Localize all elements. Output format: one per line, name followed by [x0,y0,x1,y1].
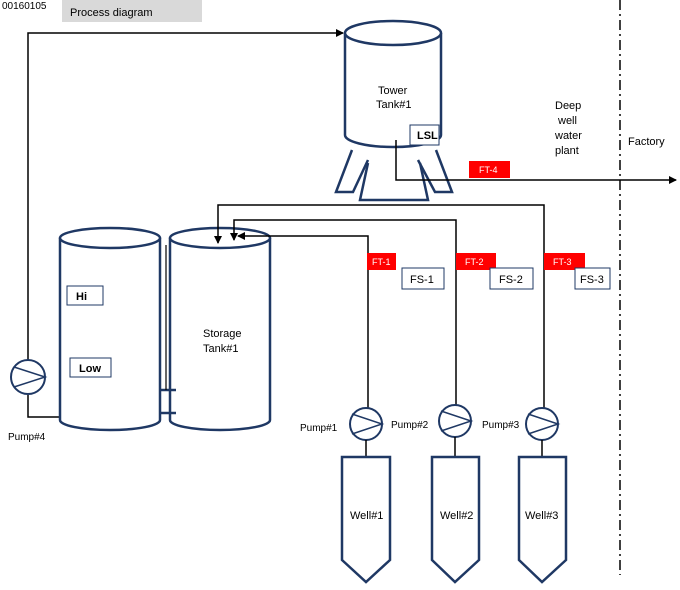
pump1-icon[interactable] [349,407,385,441]
tower-tank [343,19,443,149]
storage-tank-label-line2: Tank#1 [203,343,238,355]
pump4-label: Pump#4 [8,432,46,443]
low-level-switch-label: Low [79,363,101,375]
fs3-box [574,267,611,290]
lsl-sensor-box [409,124,440,146]
well2-label: Well#2 [440,510,473,522]
storage-tank-label-line1: Storage [203,328,242,340]
well2-shape [430,455,481,584]
lsl-sensor-label: LSL [417,130,438,142]
fs2-box [489,267,534,290]
fs3-label: FS-3 [580,274,604,286]
tower-tank-label-line1: Tower [378,85,408,97]
hi-level-switch-box [66,285,104,306]
pump4-discharge-line [27,29,344,360]
ft2-tag [456,253,496,270]
plant-label-line4: plant [555,145,579,157]
pump4-icon[interactable] [10,359,48,395]
plant-label-line1: Deep [555,100,581,112]
ft1-label: FT-1 [372,257,391,267]
fs1-label: FS-1 [410,274,434,286]
well3-supply-line [214,204,545,408]
pump2-icon[interactable] [438,404,474,438]
pump1-label: Pump#1 [300,423,338,434]
well3-label: Well#3 [525,510,558,522]
fs2-label: FS-2 [499,274,523,286]
hi-level-switch-label: Hi [76,291,87,303]
storage-tank-left [58,226,162,432]
well1-shape [340,455,392,584]
pump3-icon[interactable] [525,407,561,441]
factory-supply-line [395,140,677,184]
pump4-suction-line [27,395,60,418]
diagram-title: Process diagram [70,7,153,19]
pump2-label: Pump#2 [391,420,429,431]
well2-supply-line [230,219,457,405]
fs1-box [401,267,445,290]
ft3-label: FT-3 [553,257,572,267]
plant-label-line2: well [557,115,577,127]
title-box [62,0,202,22]
tower-tank-label-line2: Tank#1 [376,99,411,111]
ft3-tag [544,253,585,270]
factory-label: Factory [628,136,665,148]
well1-supply-line [237,232,369,408]
plant-label-line3: water [554,130,582,142]
ft1-tag [367,253,396,270]
ft2-label: FT-2 [465,257,484,267]
document-id: 00160105 [2,1,47,12]
well3-shape [517,455,568,584]
well1-label: Well#1 [350,510,383,522]
low-level-switch-box [69,357,112,378]
ft4-tag [469,161,510,178]
tower-tank-legs [334,149,454,202]
pump3-label: Pump#3 [482,420,520,431]
ft4-label: FT-4 [479,165,498,175]
